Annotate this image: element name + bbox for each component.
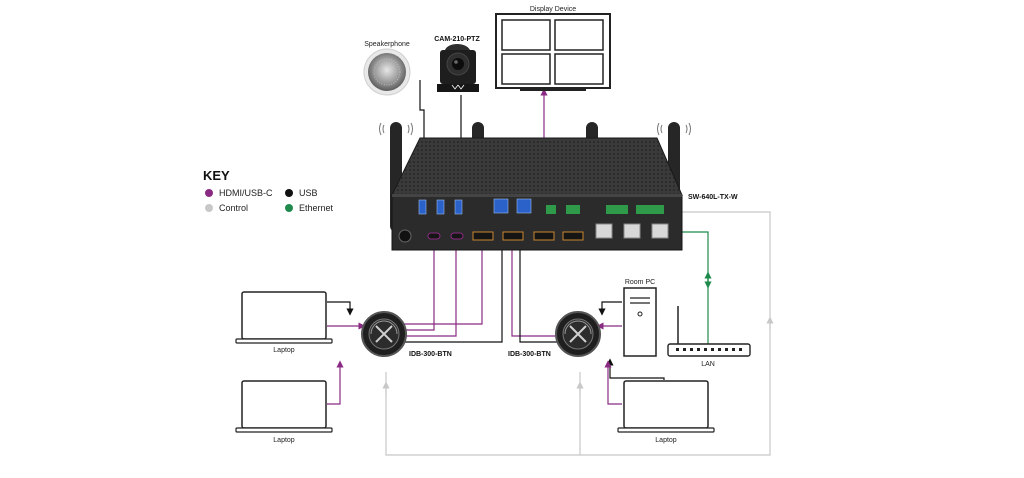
legend-label-usb: USB	[299, 188, 318, 198]
camera-label: CAM-210-PTZ	[434, 36, 480, 43]
room-pc-label: Room PC	[625, 279, 655, 286]
hdmi-line-btn1-a	[400, 236, 438, 331]
control-line-loop	[385, 211, 771, 456]
laptop-icon	[623, 380, 709, 429]
power-port	[398, 229, 412, 243]
display-device: Display Device	[495, 6, 611, 91]
usb-c-port	[427, 232, 441, 240]
terminal-block	[636, 205, 664, 214]
hdmi-line-btn1-b	[400, 236, 460, 337]
rj45-port	[623, 223, 641, 239]
usb-line-btn2	[516, 236, 560, 343]
legend: KEY HDMI/USB-C USB Control Ethernet	[203, 168, 334, 213]
legend-label-hdmi: HDMI/USB-C	[219, 188, 273, 198]
hdmi-port	[502, 231, 524, 241]
terminal-block	[606, 205, 628, 214]
hdmi-line-laptop2	[327, 360, 344, 405]
usb-line-roompc	[598, 301, 622, 316]
usb-line-laptop3	[606, 358, 665, 380]
wifi-signal-icon	[657, 122, 691, 136]
laptop3-label: Laptop	[655, 437, 677, 444]
usb-line-btn1	[400, 236, 506, 343]
legend-swatch-usb	[285, 189, 293, 197]
hdmi-line-btn1-c	[400, 236, 486, 325]
terminal-block	[566, 205, 580, 214]
switcher-label: SW-640L-TX-W	[688, 194, 738, 201]
usb-port	[436, 199, 445, 215]
usb-c-port	[450, 232, 464, 240]
lan-router: LAN	[667, 306, 751, 368]
display-device-label: Display Device	[530, 6, 576, 13]
switcher-body	[391, 194, 683, 251]
lan-label: LAN	[701, 361, 715, 368]
wifi-signal-icon	[379, 122, 413, 136]
room-pc: Room PC	[623, 279, 657, 357]
speakerphone: Speakerphone	[363, 41, 411, 96]
hdmi-line-laptop3	[604, 360, 622, 405]
hdmi-port	[562, 231, 584, 241]
usb-b-port	[516, 198, 532, 214]
legend-title: KEY	[203, 168, 230, 183]
legend-swatch-hdmi	[205, 189, 213, 197]
legend-swatch-ethernet	[285, 204, 293, 212]
hdmi-line-btn2-a	[508, 236, 560, 337]
laptop-icon	[241, 380, 327, 429]
connections	[327, 80, 774, 456]
camera: CAM-210-PTZ	[434, 36, 480, 92]
hdmi-port	[472, 231, 494, 241]
terminal-block	[546, 205, 556, 214]
laptop-3: Laptop	[617, 380, 715, 444]
router-icon	[667, 343, 751, 357]
usb-port	[418, 199, 427, 215]
legend-label-control: Control	[219, 203, 248, 213]
rj45-port	[651, 223, 669, 239]
idb-button-2: IDB-300-BTN	[508, 311, 601, 358]
laptop-2: Laptop	[235, 380, 333, 444]
laptop-icon	[241, 291, 327, 340]
button1-label: IDB-300-BTN	[409, 351, 452, 358]
usb-b-port	[493, 198, 509, 214]
usb-line-laptop1	[327, 301, 354, 316]
legend-swatch-control	[205, 204, 213, 212]
laptop2-label: Laptop	[273, 437, 295, 444]
usb-port	[454, 199, 463, 215]
idb-button-1: IDB-300-BTN	[361, 311, 452, 358]
rj45-port	[595, 223, 613, 239]
button2-label: IDB-300-BTN	[508, 351, 551, 358]
desktop-tower-icon	[623, 287, 657, 357]
hdmi-port	[533, 231, 555, 241]
laptop1-label: Laptop	[273, 347, 295, 354]
speakerphone-label: Speakerphone	[364, 41, 410, 48]
switcher: SW-640L-TX-W	[379, 122, 738, 251]
legend-label-ethernet: Ethernet	[299, 203, 334, 213]
laptop-1: Laptop	[235, 291, 333, 354]
